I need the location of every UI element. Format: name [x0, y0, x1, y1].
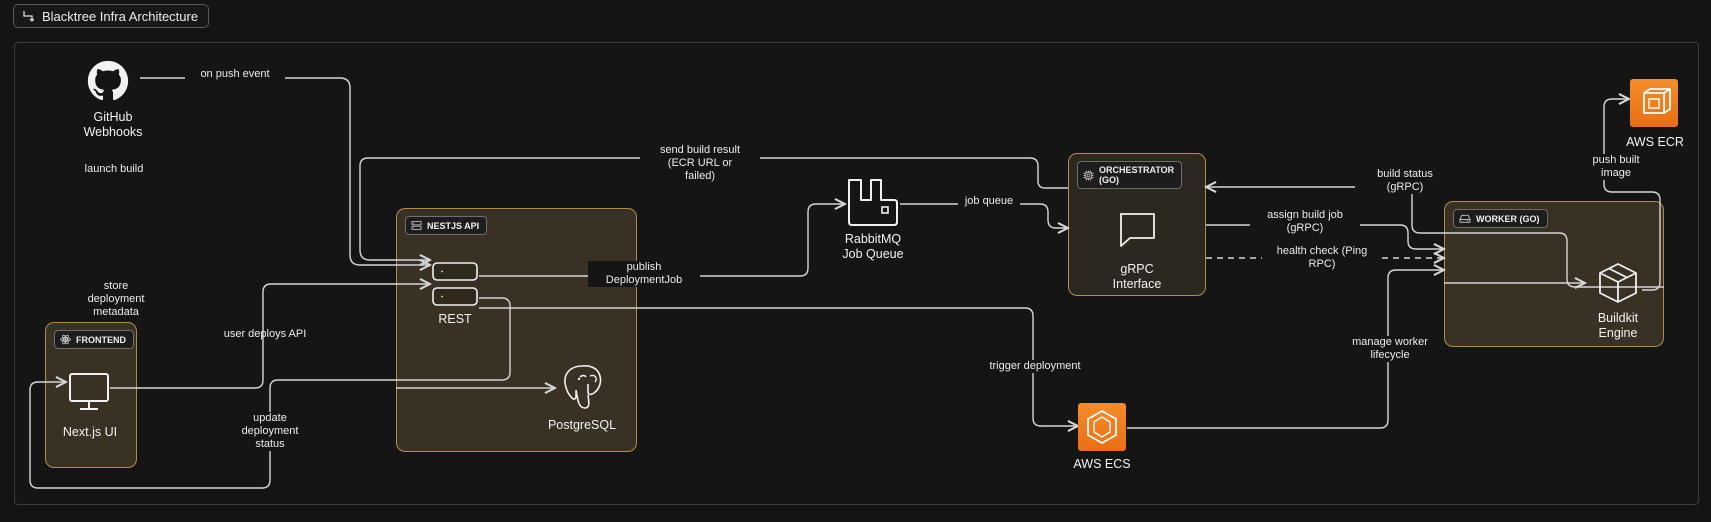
rest-endpoints-icon	[432, 262, 478, 306]
worker-group[interactable]: WORKER (GO)	[1444, 201, 1664, 347]
nestjs-group-tag: NESTJS API	[405, 216, 488, 235]
nestjs-api-group[interactable]: NESTJS API	[396, 208, 637, 452]
nextjs-ui-label: Next.js UI	[62, 425, 118, 439]
grpc-interface-label: gRPC Interface	[1112, 262, 1162, 291]
diagram-title: Blacktree Infra Architecture	[42, 8, 199, 24]
message-square-icon	[1120, 213, 1155, 247]
package-icon	[1599, 263, 1637, 303]
worker-group-tag: WORKER (GO)	[1453, 209, 1548, 228]
frontend-group-label: FRONTEND	[76, 334, 126, 345]
edge-label-store-metadata: store deployment metadata	[87, 280, 145, 318]
postgresql-icon	[564, 365, 602, 409]
aws-ecr-icon	[1630, 79, 1678, 127]
edge-rest-to-rabbitmq	[479, 204, 845, 277]
edge-label-publish-job: publish DeploymentJob	[588, 261, 700, 287]
edge-label-on-push: on push event	[185, 68, 285, 81]
postgresql-label: PostgreSQL	[547, 418, 617, 432]
aws-ecr-label: AWS ECR	[1626, 135, 1684, 149]
hard-drive-icon	[1459, 214, 1471, 223]
edge-label-manage-worker: manage worker lifecycle	[1340, 336, 1440, 362]
edge-label-push-image: push built image	[1580, 154, 1652, 180]
edge-orchestrator-to-worker-assign	[1206, 224, 1444, 249]
react-icon	[60, 334, 71, 345]
edge-label-health-check: health check (Ping RPC)	[1262, 245, 1382, 271]
rabbitmq-label: RabbitMQ Job Queue	[842, 232, 904, 261]
aws-ecs-icon	[1078, 403, 1126, 451]
edge-label-send-result: send build result (ECR URL or failed)	[640, 144, 760, 183]
edge-label-user-deploys: user deploys API	[223, 328, 307, 340]
worker-group-label: WORKER (GO)	[1476, 213, 1540, 224]
diagram-icon	[23, 11, 34, 22]
edge-label-launch-build: launch build	[84, 163, 144, 175]
orchestrator-group[interactable]: ORCHESTRATOR (GO)	[1068, 153, 1206, 296]
server-icon	[411, 220, 422, 231]
chip-icon	[1083, 169, 1094, 181]
frontend-group-tag: FRONTEND	[54, 330, 134, 349]
rest-label: REST	[438, 312, 472, 326]
orchestrator-group-label: ORCHESTRATOR (GO)	[1099, 165, 1175, 185]
edge-label-build-status: build status (gRPC)	[1355, 168, 1455, 194]
diagram-title-chip[interactable]: Blacktree Infra Architecture	[13, 4, 210, 28]
frontend-group[interactable]: FRONTEND	[45, 322, 137, 468]
edge-github-to-rest	[140, 77, 430, 265]
github-webhooks-label: GitHub Webhooks	[83, 110, 143, 139]
buildkit-engine-label: Buildkit Engine	[1597, 311, 1639, 340]
edge-rabbitmq-to-orchestrator	[900, 203, 1068, 228]
edge-label-job-queue: job queue	[958, 195, 1020, 208]
edge-label-trigger-deploy: trigger deployment	[970, 360, 1100, 373]
edge-label-assign-job: assign build job (gRPC)	[1250, 209, 1360, 235]
nestjs-group-label: NESTJS API	[427, 220, 480, 231]
edge-label-update-status: update deployment status	[225, 412, 315, 451]
edge-buildkit-to-ecr	[1603, 99, 1661, 291]
rabbitmq-icon	[848, 179, 898, 226]
monitor-icon	[69, 373, 109, 410]
aws-ecs-label: AWS ECS	[1073, 457, 1131, 471]
orchestrator-group-tag: ORCHESTRATOR (GO)	[1077, 161, 1183, 189]
github-icon	[87, 60, 129, 101]
edge-nextjs-to-rest	[110, 284, 430, 389]
